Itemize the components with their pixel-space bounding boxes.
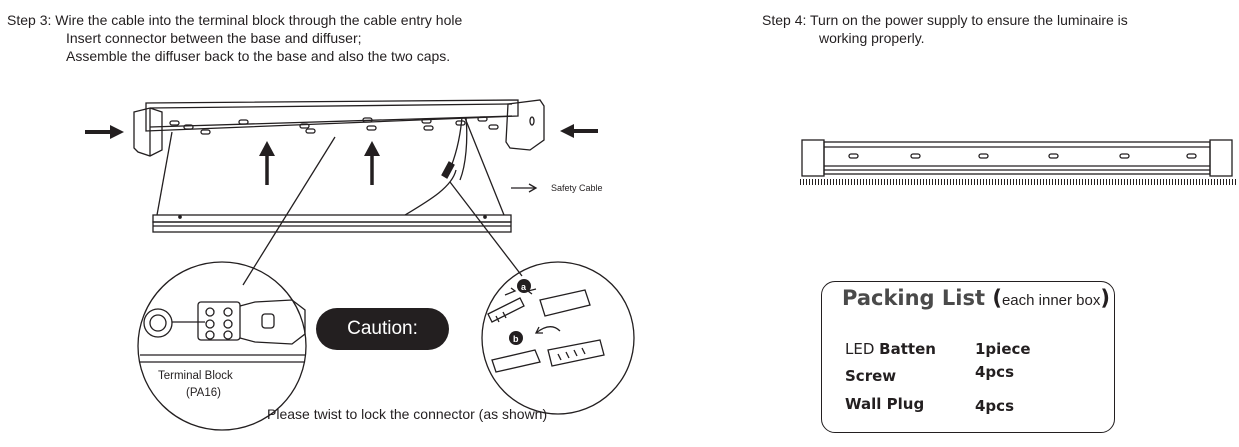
arrow-up-icon bbox=[364, 141, 380, 185]
right-end-cap bbox=[505, 99, 545, 151]
packing-item-name: Batten bbox=[879, 340, 936, 358]
packing-item-prefix: LED bbox=[845, 340, 875, 358]
marker-b-label: b bbox=[513, 334, 519, 344]
terminal-block-label: Terminal Block bbox=[158, 370, 233, 382]
step4-line2: working properly. bbox=[819, 30, 925, 46]
marker-b-icon bbox=[509, 331, 523, 345]
packing-item-3: Wall Plug bbox=[845, 395, 924, 413]
arrow-left-icon bbox=[560, 124, 598, 138]
caution-text: Caution: bbox=[347, 318, 418, 339]
packing-item-name: Wall Plug bbox=[845, 395, 925, 413]
connector-detail bbox=[481, 261, 635, 415]
terminal-block-code: (PA16) bbox=[186, 387, 221, 399]
packing-close-paren: ) bbox=[1100, 286, 1110, 310]
packing-item-qty: 1piece bbox=[975, 340, 1031, 358]
step3-line3: Assemble the diffuser back to the base a… bbox=[66, 48, 451, 64]
packing-title-text: Packing List bbox=[842, 286, 986, 310]
packing-item-qty: 4pcs bbox=[975, 363, 1014, 381]
step4-luminaire bbox=[801, 139, 1233, 177]
left-end-cap bbox=[133, 107, 163, 157]
packing-item-1: LED Batten bbox=[845, 340, 936, 358]
luminaire-diffuser bbox=[152, 214, 512, 233]
connector-icon bbox=[441, 161, 455, 179]
step3-line1: Step 3: Wire the cable into the terminal… bbox=[7, 12, 463, 28]
terminal-block-detail bbox=[137, 261, 307, 431]
packing-item-qty: 4pcs bbox=[975, 397, 1014, 415]
marker-a-label: a bbox=[521, 282, 527, 292]
packing-item-2: Screw bbox=[845, 367, 896, 385]
twist-note: Please twist to lock the connector (as s… bbox=[267, 406, 548, 422]
packing-subtitle: each inner box bbox=[1001, 292, 1101, 309]
luminaire-base bbox=[145, 99, 519, 135]
marker-a-icon bbox=[517, 279, 531, 293]
packing-list-title: Packing List (each inner box) bbox=[842, 286, 1110, 310]
step3-line2: Insert connector between the base and di… bbox=[66, 30, 362, 46]
caution-badge: Caution: bbox=[316, 308, 449, 350]
safety-cable-label: Safety Cable bbox=[551, 183, 603, 193]
packing-open-paren: ( bbox=[992, 286, 1002, 310]
arrow-up-icon bbox=[259, 141, 275, 185]
step4-line1: Step 4: Turn on the power supply to ensu… bbox=[762, 12, 1128, 28]
packing-item-name: Screw bbox=[845, 367, 897, 385]
arrow-right-icon bbox=[85, 125, 124, 139]
packing-list-box: Packing List (each inner box) LED Batten… bbox=[821, 281, 1115, 433]
